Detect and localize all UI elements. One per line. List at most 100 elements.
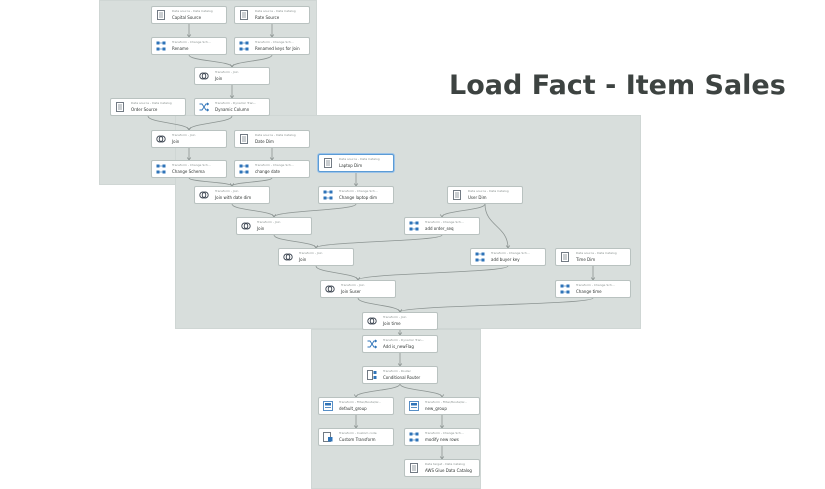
node-name-label: Change time (576, 289, 602, 294)
node-name-label: add buyer key (491, 257, 520, 262)
flow-node[interactable]: Transform - Change Sch...modify new rows (404, 428, 480, 446)
flow-edge (273, 203, 357, 218)
node-name-label: Time Dim (576, 257, 596, 262)
grid-icon (239, 164, 249, 174)
node-type-label: Data source - Data Catalog (339, 157, 380, 161)
flow-node[interactable]: Transform - Change Sch...Rename (151, 37, 227, 55)
node-type-label: Transform - Change Sch... (491, 251, 530, 255)
grid-icon (156, 164, 166, 174)
node-type-label: Data source - Data Catalog (172, 9, 213, 13)
node-name-label: Join (172, 139, 180, 144)
flow-node[interactable]: Transform - Change Sch... Change Schema (151, 160, 227, 178)
grid-icon (156, 41, 166, 51)
node-type-label: Data source - Data Catalog (255, 9, 296, 13)
node-name-label: Renamed keys for Join (255, 46, 300, 51)
node-type-label: Transform - Join (383, 315, 407, 319)
flow-edge (188, 177, 233, 187)
flow-node[interactable]: Transform - Filter/Route/Gr... new_group (404, 397, 480, 415)
flow-edge (147, 115, 190, 131)
flow-node[interactable]: Transform - Change Sch...Change laptop d… (318, 186, 394, 204)
filter-icon (323, 401, 333, 411)
node-name-label: default_group (339, 406, 367, 411)
node-type-label: Transform - Change Sch... (425, 220, 464, 224)
flow-edge (188, 54, 233, 68)
node-type-label: Data source - Data Catalog (255, 133, 296, 137)
node-name-label: add order_seq (425, 226, 454, 231)
flow-edge (441, 203, 486, 218)
grid-icon (239, 41, 249, 51)
flow-edge (315, 234, 443, 249)
node-type-label: Transform - Change Sch... (172, 163, 211, 167)
flow-node[interactable]: Transform - Filter/Route/Gr...default_gr… (318, 397, 394, 415)
node-name-label: Laptop Dim (339, 163, 363, 168)
flow-edge (357, 297, 401, 313)
shuffle-icon (199, 102, 209, 112)
node-name-label: Change Schema (172, 169, 205, 174)
table-icon (453, 190, 461, 200)
node-type-label: Transform - Change Sch... (255, 40, 294, 44)
node-name-label: Add is_newFlag (383, 344, 414, 349)
filter-icon (409, 401, 419, 411)
node-type-label: Transform - Join (341, 283, 365, 287)
flow-node[interactable]: Transform - Change Sch...change date (234, 160, 310, 178)
node-name-label: Capital Source (172, 15, 202, 20)
join-icon (367, 317, 377, 325)
grid-icon (409, 432, 419, 442)
node-name-label: Join time (383, 321, 401, 326)
node-name-label: Dynamic Column (215, 107, 250, 112)
grid-icon (560, 284, 570, 294)
node-name-label: Conditional Router (383, 375, 421, 380)
table-icon (410, 463, 418, 473)
node-type-label: Data source - Data Catalog (468, 189, 509, 193)
node-type-label: Transform - Join (215, 189, 239, 193)
flow-node[interactable]: Transform - Change Sch...Change time (555, 280, 631, 298)
flow-node[interactable]: Transform - Dynamic Tran...Add is_newFla… (362, 335, 438, 353)
join-icon (283, 253, 293, 261)
code-icon (323, 432, 333, 442)
flow-node[interactable]: Transform - Dynamic Tran... Dynamic Colum… (194, 98, 270, 116)
flow-edge (231, 177, 273, 187)
node-name-label: Join Suser (341, 289, 361, 294)
node-name-label: Rate Source (255, 15, 280, 20)
table-icon (157, 10, 165, 20)
table-icon (324, 158, 332, 168)
node-name-label: change date (255, 169, 281, 174)
join-icon (241, 222, 251, 230)
node-name-label: User Dim (468, 195, 487, 200)
node-type-label: Transform - Filter/Route/Gr... (425, 400, 468, 404)
node-type-label: Transform - Custom code (339, 431, 377, 435)
flow-edge (399, 297, 594, 313)
node-type-label: Transform - Dynamic Tran... (215, 101, 257, 105)
node-name-label: new_group (425, 406, 447, 411)
node-name-label: Order Source (131, 107, 158, 112)
flow-node[interactable]: Transform - Change Sch... Renamed keys fo… (234, 37, 310, 55)
page-title: Load Fact - Item Sales (449, 70, 786, 101)
node-type-label: Data target - Data Catalog (425, 462, 465, 466)
node-name-label: Change laptop dim (339, 195, 378, 200)
flow-edge (484, 203, 509, 249)
join-icon (156, 135, 166, 143)
flow-edge (273, 234, 317, 249)
flow-node[interactable]: Transform - Change Sch... add order_seq (404, 217, 480, 235)
node-type-label: Transform - Change Sch... (172, 40, 211, 44)
flow-node[interactable]: Transform - Change Sch... add buyer key (470, 248, 546, 266)
shuffle-icon (367, 339, 377, 349)
node-name-label: Join (257, 226, 265, 231)
